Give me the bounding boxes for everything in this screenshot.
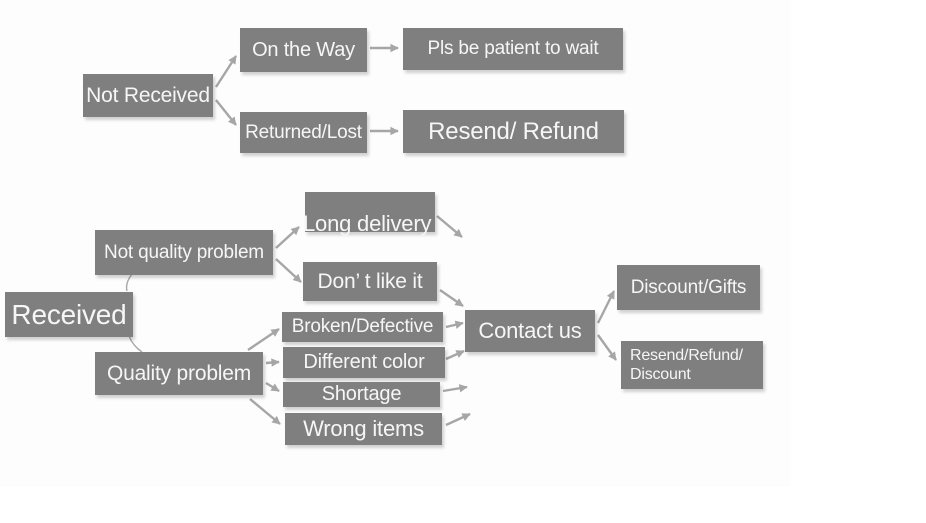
arrow-contact-resendrefunddiscount xyxy=(597,334,617,361)
node-broken-defective: Broken/Defective xyxy=(282,312,443,342)
arrow-shortage-contact xyxy=(442,384,468,393)
node-dont-like-it: Don’ t like it xyxy=(303,262,437,301)
arrow-quality-different xyxy=(265,358,280,367)
connector-received-notquality xyxy=(125,273,133,292)
node-contact-us: Contact us xyxy=(465,310,595,352)
node-wrong-items: Wrong items xyxy=(285,413,442,445)
node-long-delivery: Long delivery xyxy=(303,192,435,236)
node-different-color: Different color xyxy=(283,347,445,378)
arrow-dontlike-contact xyxy=(439,289,464,307)
node-resend-refund-discount-line2: Discount xyxy=(630,366,691,383)
arrow-wrong-contact xyxy=(445,412,471,427)
node-pls-be-patient: Pls be patient to wait xyxy=(403,28,623,70)
node-resend-refund: Resend/ Refund xyxy=(403,110,624,153)
arrow-notreceived-ontheway xyxy=(214,55,238,88)
arrow-notreceived-returnedlost xyxy=(215,99,237,126)
arrow-different-contact xyxy=(445,349,465,361)
node-not-quality-problem: Not quality problem xyxy=(95,230,273,275)
node-resend-refund-discount-line1: Resend/Refund/ xyxy=(630,346,743,364)
node-received: Received xyxy=(5,292,133,337)
node-returned-lost: Returned/Lost xyxy=(240,112,367,153)
flowchart-canvas: Not Received On the Way Pls be patient t… xyxy=(5,28,763,445)
node-on-the-way: On the Way xyxy=(240,28,367,72)
node-discount-gifts: Discount/Gifts xyxy=(617,265,760,310)
node-quality-problem: Quality problem xyxy=(95,352,263,395)
node-long-delivery-label: Long delivery xyxy=(303,211,432,236)
arrow-quality-shortage xyxy=(265,381,280,393)
flow-arrows xyxy=(125,43,617,427)
arrow-broken-contact xyxy=(445,320,464,329)
arrow-quality-broken xyxy=(247,328,280,351)
arrow-contact-discountgifts xyxy=(596,290,616,324)
arrow-notquality-dontlike xyxy=(275,258,302,283)
arrow-notquality-longdelivery xyxy=(275,226,300,249)
node-resend-refund-discount: Resend/Refund/ Discount xyxy=(621,341,763,389)
arrow-quality-wrong xyxy=(249,398,281,425)
arrow-longdelivery-contact xyxy=(436,215,463,238)
connector-received-quality xyxy=(128,335,143,353)
node-not-received: Not Received xyxy=(83,74,213,117)
node-shortage: Shortage xyxy=(283,382,440,407)
